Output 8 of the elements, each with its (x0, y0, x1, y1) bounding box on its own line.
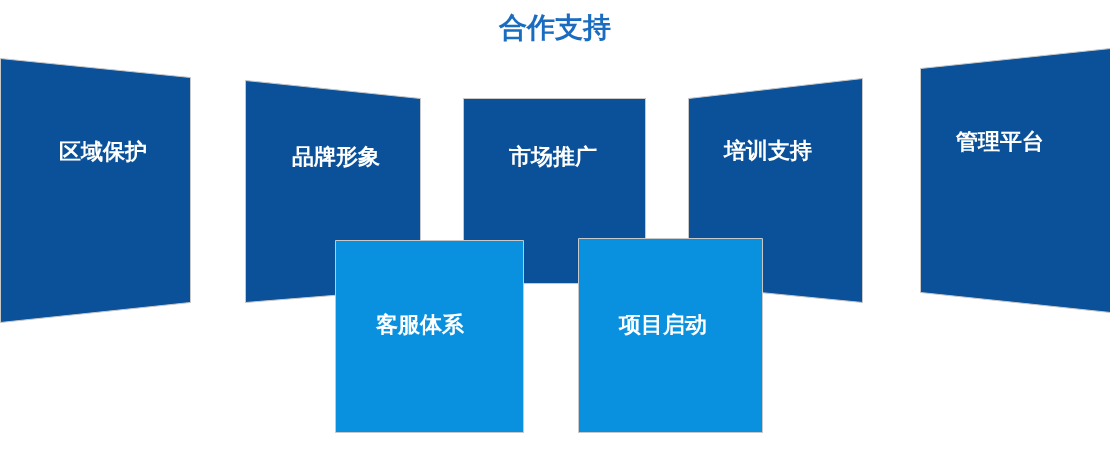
panel-label: 培训支持 (724, 137, 812, 165)
panel-label: 区域保护 (59, 138, 147, 166)
panel-label: 管理平台 (956, 128, 1044, 156)
panel-label: 项目启动 (619, 311, 707, 339)
panel-label: 品牌形象 (292, 143, 380, 171)
panel-label: 客服体系 (376, 311, 464, 339)
title: 合作支持 (499, 10, 611, 46)
panel-label: 市场推广 (509, 143, 597, 171)
